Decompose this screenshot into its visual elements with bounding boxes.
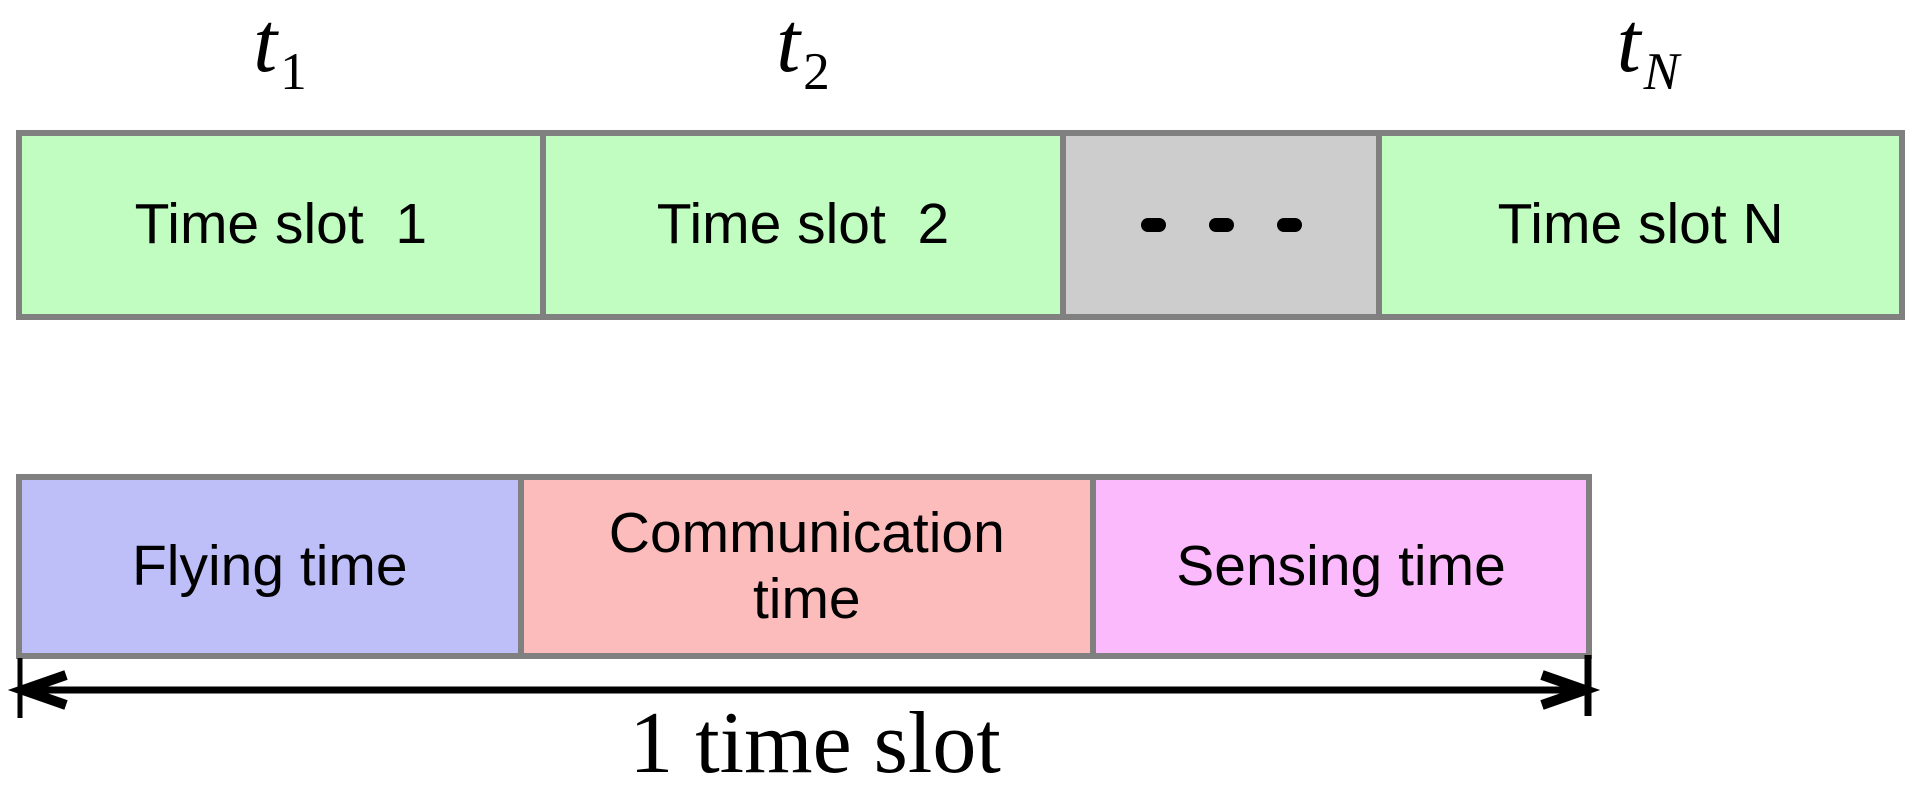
t2-base: t	[776, 0, 801, 90]
time-slot-N-label: Time slot N	[1497, 192, 1784, 257]
sensing-time-label: Sensing time	[1176, 533, 1506, 598]
slot-composition-bar: Flying time Communication time Sensing t…	[16, 474, 1592, 659]
right-arrowhead-icon	[1540, 670, 1601, 710]
sensing-time-cell: Sensing time	[1090, 480, 1586, 653]
time-slot-2-cell: Time slot 2	[539, 136, 1061, 314]
time-slots-bar: Time slot 1 Time slot 2 Time slot N	[16, 130, 1905, 320]
ellipsis-cell	[1060, 136, 1377, 314]
tN-subscript: N	[1643, 41, 1680, 102]
time-slot-1-label: Time slot 1	[134, 192, 428, 257]
label-t2: t2	[703, 0, 903, 98]
time-slot-1-cell: Time slot 1	[22, 136, 540, 314]
t2-subscript: 2	[803, 41, 830, 102]
ellipsis-dash-icon	[1276, 218, 1302, 232]
time-slot-extent-arrow	[7, 655, 1601, 718]
one-time-slot-caption: 1 time slot	[629, 695, 1001, 791]
ellipsis-dash-icon	[1208, 218, 1234, 232]
t1-base: t	[253, 0, 278, 90]
communication-time-label: Communication time	[608, 500, 1005, 631]
communication-time-cell: Communication time	[517, 480, 1091, 653]
label-tN: tN	[1542, 0, 1754, 98]
label-t1: t1	[180, 0, 380, 98]
time-slot-2-label: Time slot 2	[656, 192, 950, 257]
flying-time-cell: Flying time	[22, 480, 518, 653]
time-slot-N-cell: Time slot N	[1376, 136, 1899, 314]
flying-time-label: Flying time	[131, 533, 408, 598]
tN-base: t	[1616, 0, 1641, 90]
ellipsis-dashes-icon	[1140, 218, 1302, 232]
t1-subscript: 1	[280, 41, 307, 102]
left-arrowhead-icon	[7, 670, 68, 710]
ellipsis-dash-icon	[1140, 218, 1166, 232]
